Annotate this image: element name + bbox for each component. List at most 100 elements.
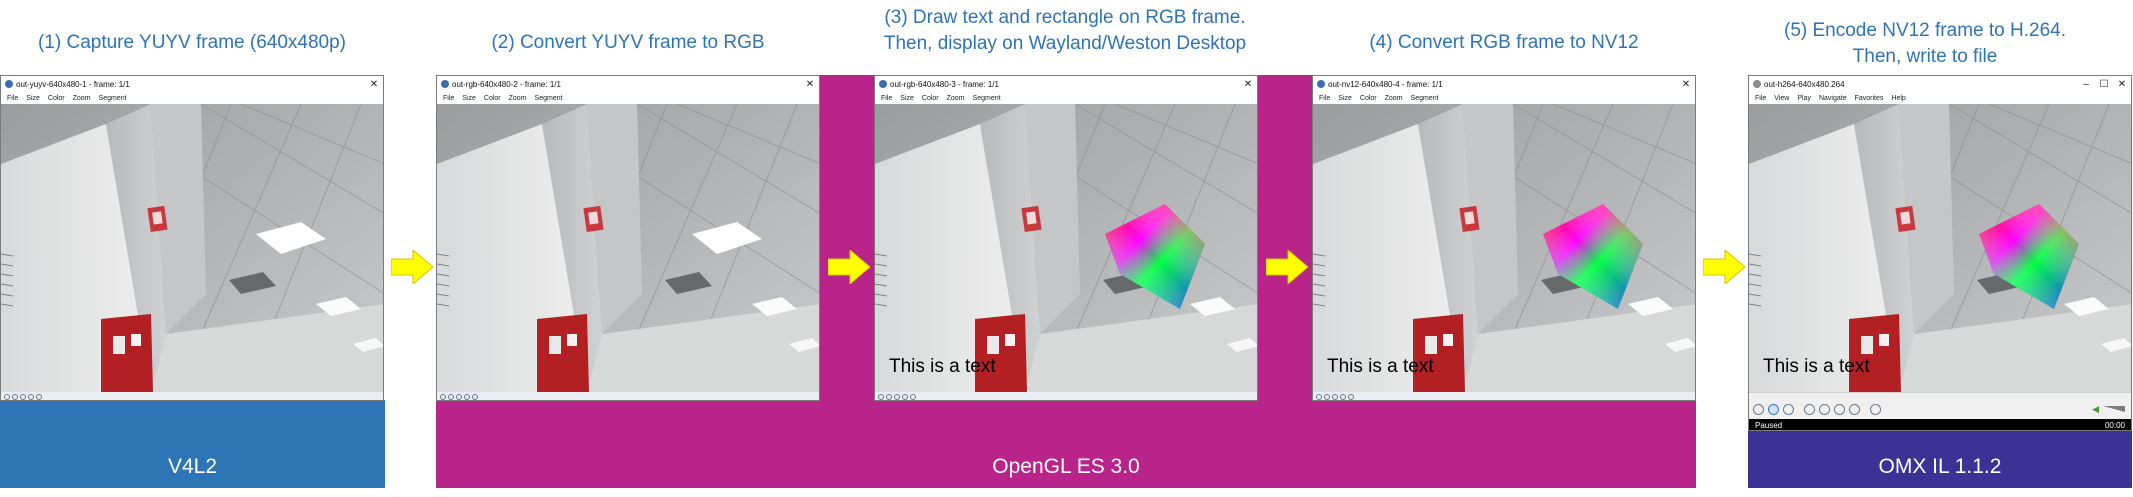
close-icon[interactable]: ✕ — [369, 78, 379, 90]
menu-color[interactable]: Color — [1359, 94, 1377, 102]
window-1-titlebar[interactable]: out-yuyv-640x480-1 - frame: 1/1 ✕ — [1, 76, 383, 92]
opengl-label: OpenGL ES 3.0 — [992, 455, 1140, 478]
frame-step-button[interactable] — [1870, 403, 1881, 415]
first-frame-button[interactable] — [4, 394, 10, 400]
app-icon — [879, 80, 887, 88]
prev-frame-button[interactable] — [886, 394, 892, 400]
play-button[interactable] — [894, 394, 900, 400]
menu-help[interactable]: Help — [1891, 94, 1906, 102]
frame-image-1 — [1, 104, 383, 392]
play-button[interactable] — [1332, 394, 1338, 400]
v4l2-label: V4L2 — [167, 455, 218, 478]
volume-slider[interactable] — [2103, 406, 2125, 412]
arrow-right-icon — [828, 250, 870, 284]
last-frame-button[interactable] — [36, 394, 42, 400]
window-2-title: out-rgb-640x480-2 - frame: 1/1 — [452, 79, 561, 89]
time-display: 00:00 — [2104, 420, 2125, 430]
play-button[interactable] — [20, 394, 26, 400]
menu-file[interactable]: File — [881, 94, 893, 102]
menu-favorites[interactable]: Favorites — [1854, 94, 1884, 102]
app-icon — [1753, 80, 1761, 88]
menu-color[interactable]: Color — [921, 94, 939, 102]
seek-bar[interactable] — [1749, 392, 2131, 399]
rewind-button[interactable] — [1804, 403, 1815, 415]
menu-color[interactable]: Color — [47, 94, 65, 102]
window-4-menubar: File Size Color Zoom Segment — [1313, 92, 1695, 104]
arrow-right-icon — [1703, 250, 1745, 284]
window-4-titlebar[interactable]: out-nv12-640x480-4 - frame: 1/1 ✕ — [1313, 76, 1695, 92]
menu-zoom[interactable]: Zoom — [508, 94, 527, 102]
window-2-titlebar[interactable]: out-rgb-640x480-2 - frame: 1/1 ✕ — [437, 76, 819, 92]
step-5-title-line2: Then, write to file — [1852, 46, 1998, 67]
menu-zoom[interactable]: Zoom — [1384, 94, 1403, 102]
menu-segment[interactable]: Segment — [534, 94, 563, 102]
last-frame-button[interactable] — [1348, 394, 1354, 400]
next-frame-button[interactable] — [464, 394, 470, 400]
status-text: Paused — [1755, 420, 1783, 430]
step-5-title-line1: (5) Encode NV12 frame to H.264. — [1784, 20, 2066, 41]
first-frame-button[interactable] — [878, 394, 884, 400]
viewer-window-1[interactable]: out-yuyv-640x480-1 - frame: 1/1 ✕ File S… — [0, 75, 384, 401]
close-icon[interactable]: ✕ — [2117, 78, 2127, 90]
volume-icon[interactable]: ◀ — [2092, 403, 2099, 414]
window-3-titlebar[interactable]: out-rgb-640x480-3 - frame: 1/1 ✕ — [875, 76, 1257, 92]
menu-zoom[interactable]: Zoom — [72, 94, 91, 102]
minimize-icon[interactable]: – — [2083, 78, 2089, 90]
step-3-title-line1: (3) Draw text and rectangle on RGB frame… — [884, 7, 1246, 28]
prev-frame-button[interactable] — [12, 394, 18, 400]
last-frame-button[interactable] — [910, 394, 916, 400]
menu-play[interactable]: Play — [1797, 94, 1811, 102]
fast-forward-button[interactable] — [1849, 403, 1860, 415]
menu-segment[interactable]: Segment — [972, 94, 1001, 102]
prev-button[interactable] — [1819, 403, 1830, 415]
pause-button[interactable] — [1768, 403, 1779, 415]
menu-size[interactable]: Size — [462, 94, 476, 102]
menu-navigate[interactable]: Navigate — [1818, 94, 1847, 102]
viewer-window-3[interactable]: out-rgb-640x480-3 - frame: 1/1 ✕ File Si… — [874, 75, 1258, 401]
window-5-title: out-h264-640x480.264 — [1764, 79, 1845, 89]
app-icon — [5, 80, 13, 88]
play-button[interactable] — [1753, 403, 1764, 415]
close-icon[interactable]: ✕ — [805, 78, 815, 90]
window-5-titlebar[interactable]: out-h264-640x480.264 – ☐ ✕ — [1749, 76, 2131, 92]
first-frame-button[interactable] — [1316, 394, 1322, 400]
close-icon[interactable]: ✕ — [1243, 78, 1253, 90]
menu-view[interactable]: View — [1774, 94, 1790, 102]
next-button[interactable] — [1834, 403, 1845, 415]
playback-controls — [437, 392, 819, 400]
close-icon[interactable]: ✕ — [1681, 78, 1691, 90]
step-4-title-line1: (4) Convert RGB frame to NV12 — [1369, 32, 1639, 53]
menu-segment[interactable]: Segment — [1410, 94, 1439, 102]
prev-frame-button[interactable] — [1324, 394, 1330, 400]
maximize-icon[interactable]: ☐ — [2099, 78, 2109, 90]
menu-size[interactable]: Size — [1338, 94, 1352, 102]
app-icon — [1317, 80, 1325, 88]
step-4-title: (4) Convert RGB frame to NV12 — [1312, 30, 1696, 56]
menu-color[interactable]: Color — [483, 94, 501, 102]
last-frame-button[interactable] — [472, 394, 478, 400]
step-2-title: (2) Convert YUYV frame to RGB — [436, 30, 820, 56]
menu-zoom[interactable]: Zoom — [946, 94, 965, 102]
menu-file[interactable]: File — [1319, 94, 1331, 102]
next-frame-button[interactable] — [1340, 394, 1346, 400]
play-button[interactable] — [456, 394, 462, 400]
menu-file[interactable]: File — [443, 94, 455, 102]
frame-image-2 — [437, 104, 819, 392]
menu-size[interactable]: Size — [900, 94, 914, 102]
overlay-text: This is a text — [1327, 356, 1434, 377]
next-frame-button[interactable] — [902, 394, 908, 400]
step-2-title-line1: (2) Convert YUYV frame to RGB — [491, 32, 765, 53]
menu-segment[interactable]: Segment — [98, 94, 127, 102]
menu-size[interactable]: Size — [26, 94, 40, 102]
prev-frame-button[interactable] — [448, 394, 454, 400]
arrow-right-icon — [1266, 250, 1308, 284]
player-window-5[interactable]: out-h264-640x480.264 – ☐ ✕ File View Pla… — [1748, 75, 2132, 431]
next-frame-button[interactable] — [28, 394, 34, 400]
stop-button[interactable] — [1783, 403, 1794, 415]
viewer-window-4[interactable]: out-nv12-640x480-4 - frame: 1/1 ✕ File S… — [1312, 75, 1696, 401]
menu-file[interactable]: File — [1755, 94, 1767, 102]
menu-file[interactable]: File — [7, 94, 19, 102]
frame-image-3: This is a text — [875, 104, 1257, 392]
viewer-window-2[interactable]: out-rgb-640x480-2 - frame: 1/1 ✕ File Si… — [436, 75, 820, 401]
first-frame-button[interactable] — [440, 394, 446, 400]
